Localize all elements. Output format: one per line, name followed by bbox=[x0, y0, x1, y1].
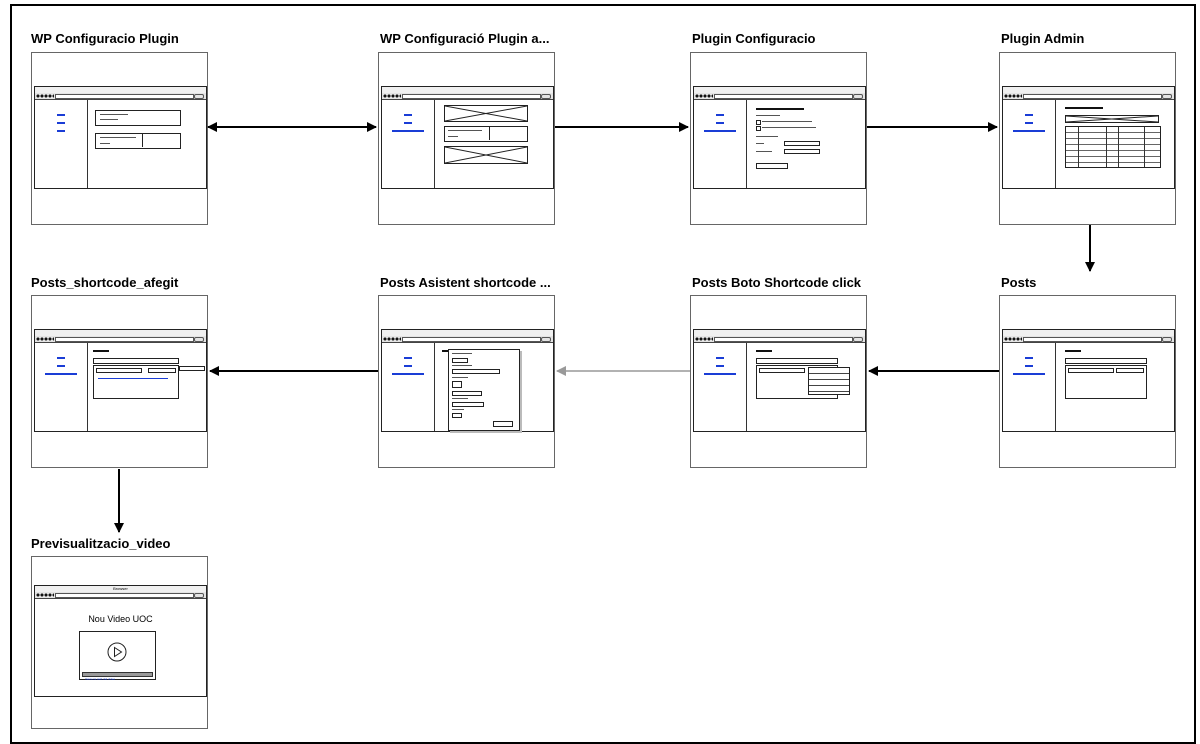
screen-thumbnail-posts[interactable] bbox=[999, 295, 1176, 468]
browser-window: Browser Nou Video UOC Veure la web del v… bbox=[34, 585, 207, 697]
window-caption: Browser bbox=[113, 586, 128, 591]
screen-thumbnail-wp-configuracio-plugin-a[interactable] bbox=[378, 52, 555, 225]
screen-thumbnail-plugin-configuracio[interactable] bbox=[690, 52, 867, 225]
sidebar bbox=[1003, 100, 1056, 188]
browser-window bbox=[693, 329, 866, 432]
dropdown-menu bbox=[808, 367, 850, 395]
node-title-posts-asistent-shortcode: Posts Asistent shortcode ... bbox=[380, 275, 551, 290]
node-title-wp-configuracio-plugin: WP Configuracio Plugin bbox=[31, 31, 179, 46]
window-controls-icon bbox=[383, 94, 401, 98]
node-title-plugin-admin: Plugin Admin bbox=[1001, 31, 1085, 46]
browser-window bbox=[1002, 329, 1175, 432]
window-controls-icon bbox=[36, 337, 54, 341]
node-title-previsualitzacio-video: Previsualitzacio_video bbox=[31, 536, 171, 551]
video-progress-bar[interactable] bbox=[82, 672, 153, 677]
screen-thumbnail-wp-configuracio-plugin[interactable] bbox=[31, 52, 208, 225]
window-controls-icon bbox=[383, 337, 401, 341]
browser-window bbox=[693, 86, 866, 189]
screen-thumbnail-posts-asistent-shortcode[interactable] bbox=[378, 295, 555, 468]
window-controls-icon bbox=[1004, 94, 1022, 98]
image-placeholder-icon bbox=[444, 146, 528, 164]
window-controls-icon bbox=[36, 94, 54, 98]
browser-window bbox=[381, 86, 554, 189]
screen-thumbnail-posts-boto-shortcode-click[interactable] bbox=[690, 295, 867, 468]
node-title-plugin-configuracio: Plugin Configuracio bbox=[692, 31, 816, 46]
screen-thumbnail-previsualitzacio-video[interactable]: Browser Nou Video UOC Veure la web del v… bbox=[31, 556, 208, 729]
window-controls-icon bbox=[695, 94, 713, 98]
node-title-posts-boto-shortcode-click: Posts Boto Shortcode click bbox=[692, 275, 862, 290]
screen-thumbnail-posts-shortcode-afegit[interactable] bbox=[31, 295, 208, 468]
browser-window bbox=[381, 329, 554, 432]
image-placeholder-icon bbox=[1065, 115, 1159, 123]
screen-thumbnail-plugin-admin[interactable] bbox=[999, 52, 1176, 225]
sidebar bbox=[382, 100, 435, 188]
video-web-link[interactable]: Veure la web del video bbox=[85, 677, 116, 681]
play-icon[interactable] bbox=[106, 641, 128, 663]
window-controls-icon bbox=[695, 337, 713, 341]
image-placeholder-icon bbox=[444, 105, 528, 122]
node-title-posts: Posts bbox=[1001, 275, 1037, 290]
sidebar bbox=[694, 100, 747, 188]
video-heading: Nou Video UOC bbox=[88, 614, 153, 624]
node-title-wp-configuracio-plugin-a: WP Configuració Plugin a... bbox=[380, 31, 550, 46]
browser-window bbox=[1002, 86, 1175, 189]
shortcode-wizard-dialog bbox=[448, 349, 520, 431]
sidebar bbox=[1003, 343, 1056, 431]
node-title-posts-shortcode-afegit: Posts_shortcode_afegit bbox=[31, 275, 179, 290]
window-controls-icon bbox=[1004, 337, 1022, 341]
window-controls-icon bbox=[36, 593, 54, 597]
sidebar bbox=[35, 343, 88, 431]
sidebar bbox=[694, 343, 747, 431]
video-player[interactable] bbox=[79, 631, 156, 680]
sidebar bbox=[35, 100, 88, 188]
data-table bbox=[1065, 126, 1161, 168]
browser-window bbox=[34, 329, 207, 432]
browser-window bbox=[34, 86, 207, 189]
sidebar bbox=[382, 343, 435, 431]
